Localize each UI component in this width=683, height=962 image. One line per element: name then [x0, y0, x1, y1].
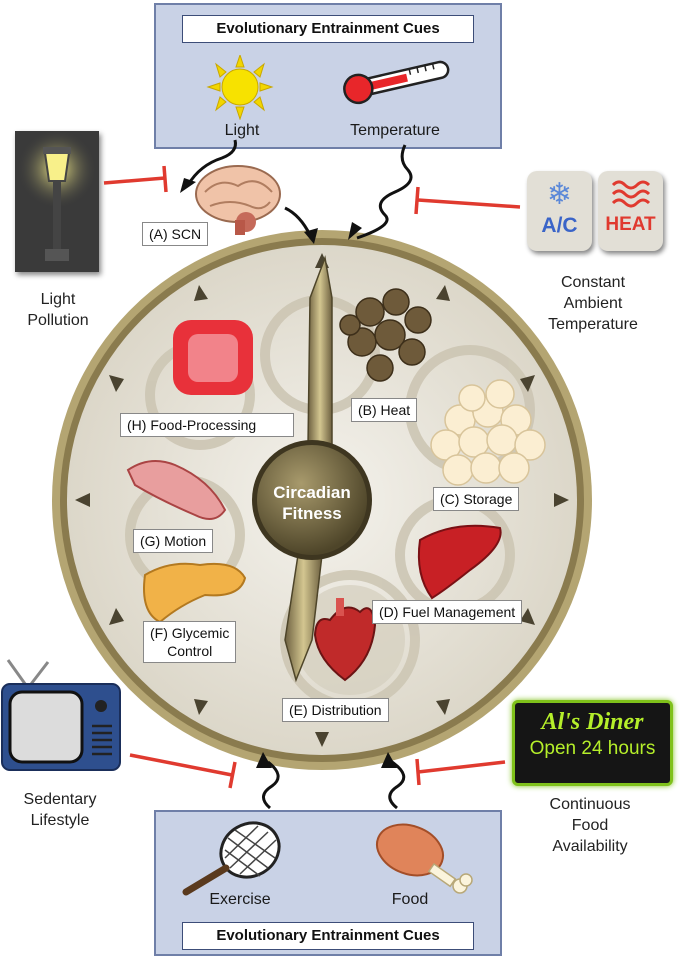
temperature-wavy-arrow — [356, 144, 413, 240]
lamppost-image — [15, 129, 99, 272]
heat-badge: HEAT — [598, 171, 663, 251]
sun-icon — [206, 55, 274, 120]
liver-icon — [417, 524, 502, 600]
diner-sign: Al's Diner Open 24 hours — [512, 700, 673, 786]
label-scn: (A) SCN — [142, 222, 209, 246]
temperature-label: Temperature — [350, 122, 440, 139]
tv-icon — [1, 659, 121, 771]
brown-fat-icon — [339, 288, 432, 382]
pancreas-icon — [143, 562, 247, 624]
fat-cells-icon — [430, 379, 546, 486]
thermometer-icon — [343, 60, 450, 105]
muscle-icon — [126, 460, 227, 520]
sedentary-lifestyle-text: Sedentary Lifestyle — [23, 791, 97, 829]
exercise-wavy-arrow — [262, 760, 280, 810]
heat-badge-label: HEAT — [605, 214, 656, 235]
circadian-hub — [257, 445, 367, 555]
light-arrowhead — [180, 178, 196, 193]
intestine-icon — [173, 320, 253, 395]
tennis-racket-icon — [182, 821, 281, 896]
scn-arrow — [284, 206, 312, 236]
snowflake-icon: ❄ — [546, 178, 573, 211]
constant-temperature-text: Constant Ambient Temperature — [548, 274, 638, 333]
heart-icon — [313, 598, 377, 682]
light-wavy-arrow — [186, 139, 237, 186]
light-pollution-inhibitor — [103, 176, 166, 185]
ambient-temp-inhibitor — [417, 198, 521, 209]
food-label: Food — [391, 891, 429, 908]
lamppost-icon — [17, 129, 97, 261]
exercise-arrowhead — [256, 752, 272, 768]
label-distribution: (E) Distribution — [282, 698, 389, 722]
temperature-arrowhead — [348, 222, 362, 240]
diner-name: Al's Diner — [541, 709, 644, 735]
diner-hours: Open 24 hours — [529, 738, 656, 759]
sedentary-inhibitor — [129, 753, 233, 777]
label-glycemic-control: (F) Glycemic Control — [143, 621, 237, 663]
label-storage: (C) Storage — [433, 487, 520, 511]
scn-arrowhead — [304, 228, 318, 244]
label-fuel-management: (D) Fuel Management — [372, 600, 523, 624]
light-label: Light — [224, 122, 260, 139]
continuous-food-text: Continuous Food Availability — [549, 796, 631, 855]
label-heat: (B) Heat — [351, 398, 418, 422]
circadian-fitness-title: Circadian Fitness — [257, 482, 367, 524]
clock-hand-upper — [307, 255, 333, 446]
center-line1: Circadian — [273, 483, 351, 502]
label-glycemic-line2: Control — [167, 643, 213, 659]
label-glycemic-line1: (F) Glycemic — [150, 625, 230, 641]
center-line2: Fitness — [282, 504, 342, 523]
ac-badge: ❄ A/C — [527, 171, 592, 251]
heat-waves-icon — [611, 180, 650, 208]
bottom-cues-box: Evolutionary Entrainment Cues — [154, 810, 502, 956]
label-food-processing: (H) Food-Processing — [120, 413, 294, 437]
bottom-cues-title: Evolutionary Entrainment Cues — [182, 922, 474, 950]
ac-badge-label: A/C — [541, 214, 578, 237]
food-arrowhead — [381, 752, 397, 768]
food-wavy-arrow — [388, 760, 406, 810]
brain-icon — [195, 165, 281, 235]
label-motion: (G) Motion — [133, 529, 214, 553]
exercise-label: Exercise — [209, 891, 271, 908]
continuous-food-inhibitor — [417, 760, 506, 774]
top-cues-title: Evolutionary Entrainment Cues — [182, 15, 474, 43]
light-pollution-text: Light Pollution — [27, 291, 89, 329]
chicken-leg-icon — [376, 823, 473, 894]
